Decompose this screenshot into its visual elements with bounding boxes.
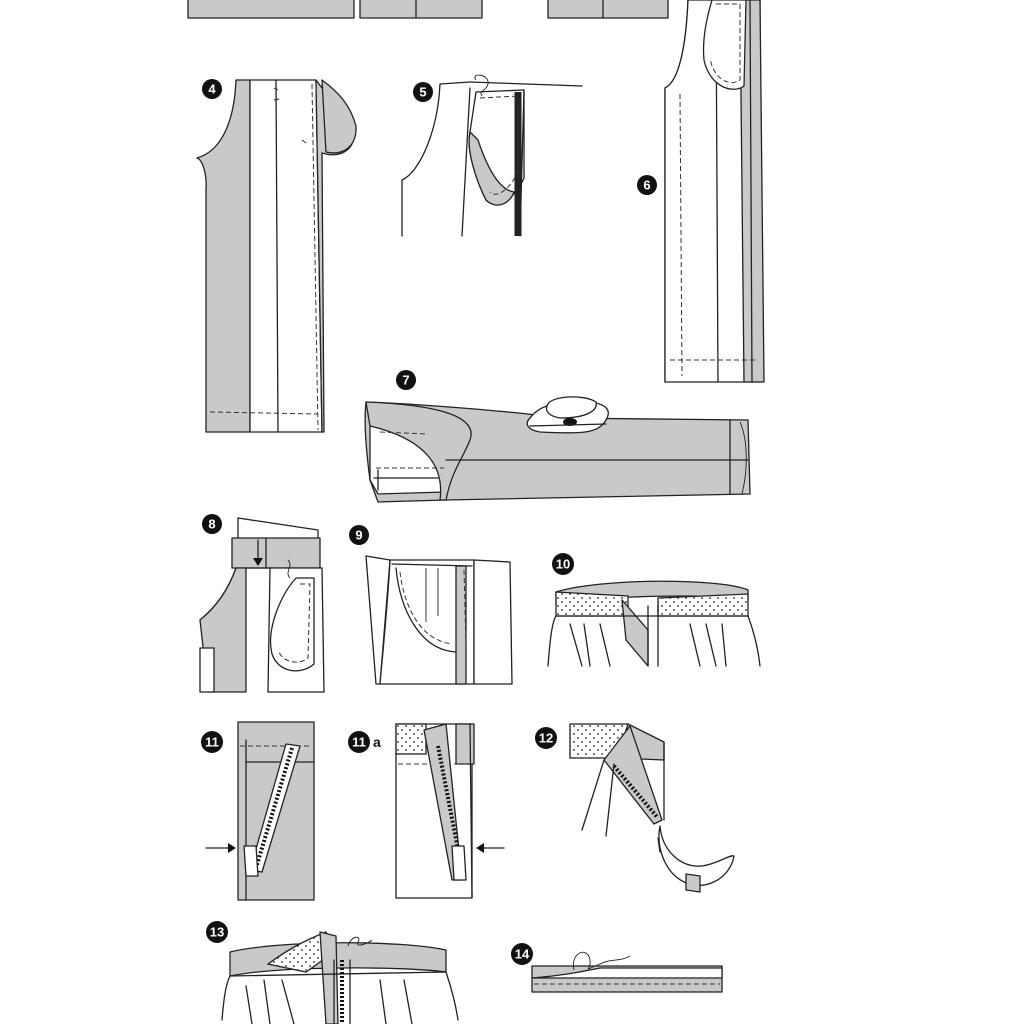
step-8-illustration: 8	[199, 514, 325, 693]
step-6-badge: 6	[637, 175, 657, 195]
svg-text:11: 11	[205, 735, 219, 750]
svg-text:12: 12	[539, 731, 553, 746]
svg-text:10: 10	[556, 557, 570, 572]
step-4-illustration: 4	[196, 79, 357, 433]
step-13-illustration: 13	[206, 921, 459, 1024]
iron-icon	[526, 396, 609, 434]
step-11-illustration: 11	[201, 721, 315, 901]
step-11a-badge: 11 a	[348, 731, 381, 753]
step-4-badge: 4	[202, 79, 222, 99]
step-11a-illustration: 11 a	[348, 723, 505, 899]
svg-text:6: 6	[643, 178, 650, 193]
svg-text:9: 9	[355, 528, 362, 543]
step-8-badge: 8	[202, 514, 222, 534]
step-10-illustration: 10	[547, 553, 761, 667]
step-9-illustration: 9	[349, 525, 513, 685]
arrow-down-icon	[253, 558, 263, 566]
svg-text:11: 11	[352, 735, 366, 750]
svg-text:7: 7	[402, 373, 409, 388]
step-12-illustration: 12	[535, 723, 735, 893]
svg-text:13: 13	[210, 925, 224, 940]
step-14-badge: 14	[511, 943, 533, 965]
step-7-illustration: 7	[364, 370, 751, 503]
svg-text:4: 4	[208, 82, 216, 97]
svg-text:8: 8	[208, 517, 215, 532]
step-5-illustration: 5	[401, 74, 583, 237]
step-11-badge: 11	[201, 731, 223, 753]
step-6-illustration: 6	[637, 0, 765, 383]
svg-text:5: 5	[419, 85, 426, 100]
step-5-badge: 5	[413, 82, 433, 102]
step-9-badge: 9	[349, 525, 369, 545]
step-12-badge: 12	[535, 727, 557, 749]
svg-text:14: 14	[515, 947, 530, 962]
svg-text:a: a	[373, 734, 381, 750]
top-cropped-illustrations	[187, 0, 669, 19]
step-13-badge: 13	[206, 921, 228, 943]
step-14-illustration: 14	[511, 943, 723, 993]
step-10-badge: 10	[552, 553, 574, 575]
step-7-badge: 7	[396, 370, 416, 390]
